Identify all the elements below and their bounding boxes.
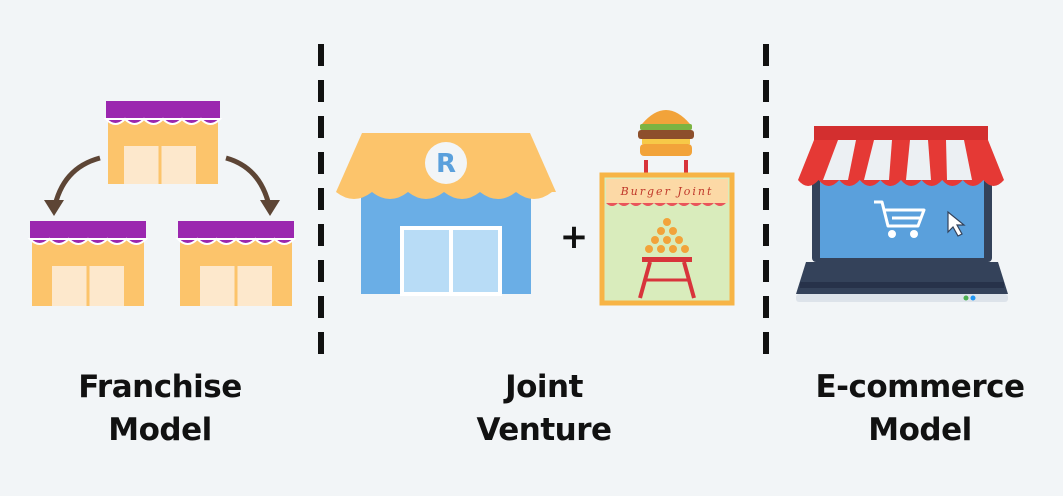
caption-line-1: E-commerce (815, 369, 1025, 405)
divider (763, 44, 769, 360)
store-icon (103, 101, 223, 184)
store-icon (27, 221, 149, 306)
store-icon (175, 221, 297, 306)
plus-sign: + (560, 217, 589, 257)
shopping-cart-icon (874, 200, 926, 238)
ecommerce-illustration (796, 126, 1008, 302)
burger-sign: Burger Joint (620, 185, 714, 198)
caption-line-1: Joint (505, 369, 583, 405)
cursor-icon (947, 210, 966, 237)
caption-line-2: Venture (476, 412, 612, 448)
divider (318, 44, 324, 360)
laptop-store-icon (796, 126, 1008, 302)
caption-line-1: Franchise (78, 369, 242, 405)
caption-line-2: Model (868, 412, 972, 448)
restaurant-logo: R (436, 149, 456, 179)
arrow-icon (225, 155, 280, 216)
franchise-illustration (27, 101, 297, 306)
joint-venture-panel: R + Burger Joint (324, 0, 764, 496)
burger-stand-icon: Burger Joint (599, 110, 735, 306)
arrow-icon (44, 155, 101, 216)
franchise-panel: Franchise Model (0, 0, 320, 496)
joint-venture-illustration: R + Burger Joint (336, 110, 735, 306)
restaurant-icon: R (336, 133, 556, 296)
ecommerce-caption: E-commerce Model (800, 366, 1040, 452)
franchise-caption: Franchise Model (60, 366, 260, 452)
joint-venture-caption: Joint Venture (434, 366, 654, 452)
caption-line-2: Model (108, 412, 212, 448)
ecommerce-panel: E-commerce Model (770, 0, 1063, 496)
